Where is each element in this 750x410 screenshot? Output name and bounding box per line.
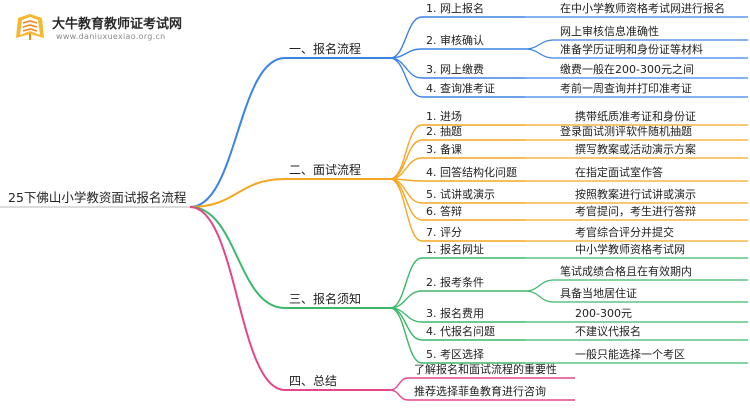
- item-label: 4. 查询准考证: [426, 81, 495, 95]
- item-connector: [389, 307, 423, 364]
- detail-leaf: 考官综合评分并提交: [575, 225, 674, 239]
- item-connector: [389, 57, 423, 79]
- item-label: 2. 报考条件: [426, 275, 484, 289]
- detail-leaf: 缴费一般在200-300元之间: [560, 62, 694, 76]
- brand-url: www.daniuxuexiao.org.cn: [56, 32, 166, 41]
- brand-title: 大牛教育教师证考试网: [52, 17, 183, 32]
- item-connector: [389, 178, 423, 221]
- item-label: 4. 回答结构化问题: [426, 165, 517, 179]
- item-label: 6. 答辩: [426, 204, 462, 218]
- detail-leaf: 不建议代报名: [575, 324, 641, 338]
- item-label: 7. 评分: [426, 226, 462, 239]
- branch-connector: [189, 206, 286, 309]
- detail-leaf: 笔试成绩合格且在有效期内: [560, 264, 692, 278]
- branch-connector: [189, 178, 286, 208]
- item-label: 1. 报名网址: [426, 242, 484, 256]
- detail-leaf: 撰写教案或活动演示方案: [575, 142, 696, 156]
- item-connector: [389, 57, 423, 98]
- detail-leaf: 中小学教师资格考试网: [575, 242, 685, 256]
- summary-connector: [389, 377, 409, 391]
- detail-leaf: 网上审核信息准确性: [560, 24, 659, 38]
- detail-leaf: 一般只能选择一个考区: [575, 347, 685, 361]
- branch-connector: [189, 206, 286, 391]
- item-connector: [389, 290, 423, 309]
- detail-connector: [524, 290, 555, 303]
- brand-logo: 大牛教育教师证考试网 www.daniuxuexiao.org.cn: [12, 8, 212, 48]
- item-label: 3. 网上缴费: [426, 62, 484, 76]
- detail-leaf: 在中小学教师资格考试网进行报名: [560, 1, 725, 15]
- branch-connector: [189, 57, 286, 208]
- detail-leaf: 登录面试测评软件随机抽题: [560, 124, 692, 138]
- detail-leaf: 携带纸质准考证和身份证: [575, 109, 696, 123]
- item-label: 1. 进场: [426, 109, 462, 123]
- item-connector: [389, 16, 423, 59]
- item-label: 1. 网上报名: [426, 1, 484, 15]
- item-label: 5. 考区选择: [426, 347, 484, 361]
- branch-label: 三、报名须知: [289, 291, 361, 306]
- item-label: 3. 报名费用: [426, 306, 484, 320]
- detail-leaf: 200-300元: [575, 307, 632, 320]
- item-connector: [389, 257, 423, 309]
- detail-connector: [524, 48, 555, 59]
- root-topic: 25下佛山小学教资面试报名流程: [8, 190, 187, 205]
- branch-label: 四、总结: [289, 374, 337, 388]
- item-label: 2. 抽题: [426, 124, 462, 138]
- detail-leaf: 在指定面试室作答: [575, 165, 663, 179]
- detail-connector: [524, 279, 555, 292]
- item-connector: [389, 124, 423, 180]
- item-label: 3. 备课: [426, 142, 462, 156]
- detail-leaf: 考前一周查询并打印准考证: [560, 81, 692, 95]
- book-logo-icon: [16, 14, 44, 40]
- detail-leaf: 具备当地居住证: [560, 286, 637, 300]
- item-label: 4. 代报名问题: [426, 324, 495, 338]
- detail-leaf: 按照教案进行试讲或演示: [575, 187, 696, 201]
- summary-leaf: 推荐选择菲鱼教育进行咨询: [414, 384, 546, 398]
- item-label: 5. 试讲或演示: [426, 187, 495, 201]
- item-connector: [389, 178, 423, 242]
- branch-label: 二、面试流程: [289, 162, 361, 177]
- detail-connector: [524, 39, 555, 50]
- summary-connector: [389, 389, 409, 401]
- detail-leaf: 准备学历证明和身份证等材料: [560, 42, 703, 56]
- item-label: 2. 审核确认: [426, 33, 484, 47]
- summary-leaf: 了解报名和面试流程的重要性: [414, 362, 557, 376]
- detail-leaf: 考官提问，考生进行答辩: [575, 204, 696, 218]
- item-connector: [389, 139, 423, 180]
- branch-label: 一、报名流程: [289, 41, 361, 56]
